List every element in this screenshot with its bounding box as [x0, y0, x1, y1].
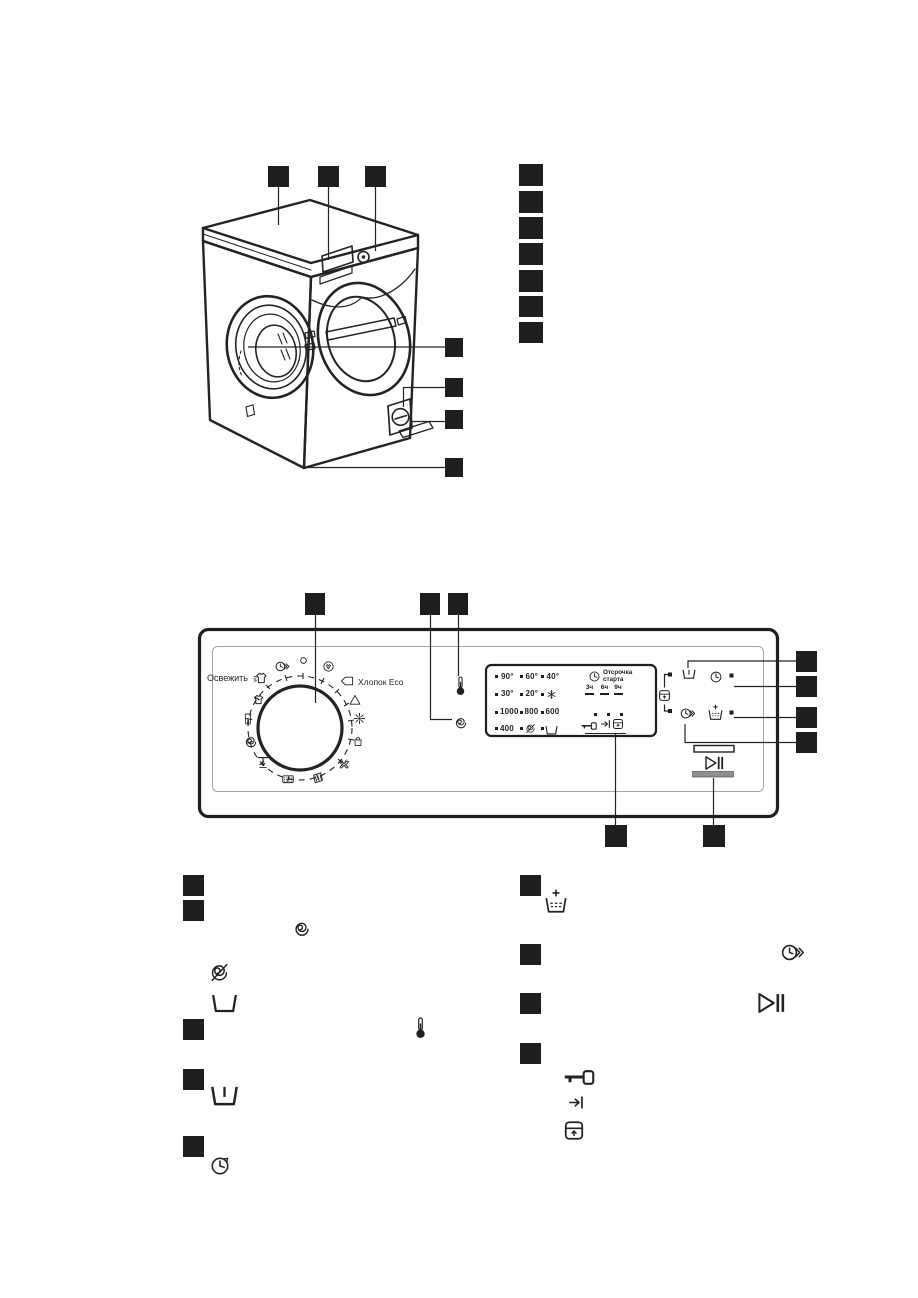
rinse-hold-tub-icon [210, 1084, 239, 1107]
start-bar [692, 771, 734, 778]
delay-start-label: старта [603, 676, 624, 683]
thermometer-icon [415, 1017, 426, 1039]
callout-marker [520, 875, 541, 896]
silk-butterfly-icon [336, 756, 352, 772]
callout-marker [520, 944, 541, 965]
callout-marker [519, 270, 543, 292]
callout-marker [183, 1069, 204, 1090]
callout-marker [519, 296, 543, 317]
rinse-hold-icon [545, 725, 558, 735]
callout-marker [318, 166, 339, 187]
delay-start-clock-icon [780, 941, 806, 964]
callout-marker [796, 707, 817, 728]
callout-marker [519, 217, 543, 239]
clock-icon [709, 670, 723, 684]
callout-marker [305, 593, 325, 615]
control-panel-illustration [197, 627, 780, 819]
door-locked-icon [658, 689, 671, 702]
callout-marker [420, 593, 440, 615]
no-spin-icon [525, 723, 536, 734]
spin-icon [244, 735, 258, 749]
add-item-arrow-icon [565, 1094, 587, 1111]
spin-value: 600 [545, 707, 560, 716]
callout-marker [445, 458, 463, 477]
callout-marker [183, 900, 204, 921]
delay-hours: 3ч [585, 684, 594, 691]
callout-marker [183, 1019, 204, 1040]
callout-marker [183, 875, 204, 896]
time-save-clock-icon [275, 659, 290, 674]
temp-value: 30° [501, 689, 514, 698]
callout-marker [605, 825, 627, 847]
door-locked-icon [612, 717, 624, 731]
handwash-basket-icon [351, 734, 365, 748]
callout-marker [520, 1043, 541, 1064]
callout-marker [519, 322, 543, 343]
trousers-icon [241, 712, 255, 726]
child-lock-key-icon [563, 1070, 595, 1085]
spin-icon [454, 716, 468, 730]
spin-value: 800 [524, 707, 539, 716]
synthetics-triangle-icon [348, 693, 362, 707]
temp-value: 60° [525, 671, 539, 681]
callout-marker [445, 338, 463, 357]
delicates-flower-icon [352, 711, 367, 726]
extra-rinse-icon [708, 704, 723, 721]
callout-marker [519, 164, 543, 186]
snowflake-icon [546, 689, 557, 700]
callout-marker [796, 732, 817, 753]
machine-illustration [201, 198, 434, 470]
callout-marker [448, 593, 468, 615]
add-item-arrow-icon [600, 718, 611, 730]
extra-rinse-icon [544, 889, 568, 914]
callout-marker [796, 651, 817, 672]
spin-value: 400 [500, 723, 514, 733]
delay-hours: 9ч [614, 684, 622, 691]
callout-marker [183, 1136, 204, 1157]
clock-icon [209, 1155, 231, 1177]
callout-marker [519, 243, 543, 265]
callout-marker [445, 378, 463, 397]
cotton-eco-program-label: Хлопок Eco [358, 677, 404, 687]
temp-value: 90° [501, 671, 514, 681]
panel-slot [693, 744, 735, 753]
jeans-icon [310, 770, 326, 786]
callout-marker [796, 676, 817, 697]
spin-icon [293, 920, 311, 938]
callout-marker [445, 410, 463, 429]
clock-icon [588, 670, 601, 683]
callout-marker [520, 993, 541, 1014]
time-save-clock-icon [680, 706, 696, 721]
no-spin-icon [209, 962, 230, 983]
temp-value: 40° [546, 671, 560, 681]
cotton-eco-tag-icon [339, 674, 355, 688]
drain-icon [255, 754, 271, 770]
machine-callout-lines [248, 187, 445, 469]
panel-callout-lines [314, 615, 796, 825]
callout-marker [365, 166, 386, 187]
curtains-icon [280, 771, 296, 787]
delay-hours: 6ч [600, 684, 609, 691]
play-pause-icon [703, 755, 725, 771]
off-icon [297, 654, 310, 667]
callout-marker [519, 191, 543, 213]
temp-value: 20° [525, 689, 539, 698]
callout-marker [268, 166, 289, 187]
shirts-icon [251, 692, 266, 707]
rinse-hold-icon [210, 993, 239, 1013]
child-lock-key-icon [581, 722, 597, 730]
wool-icon [321, 659, 336, 674]
refresh-program-label: Освежить [207, 673, 248, 683]
door-locked-icon [563, 1119, 585, 1142]
delay-start-label: Отсрочка [603, 669, 633, 676]
thermometer-icon [456, 676, 465, 696]
play-pause-icon [756, 991, 786, 1015]
refresh-shirt-icon [252, 669, 269, 686]
callout-marker [703, 825, 725, 847]
spin-value: 1000 [500, 707, 519, 716]
rinse-hold-tub-icon [682, 667, 696, 681]
